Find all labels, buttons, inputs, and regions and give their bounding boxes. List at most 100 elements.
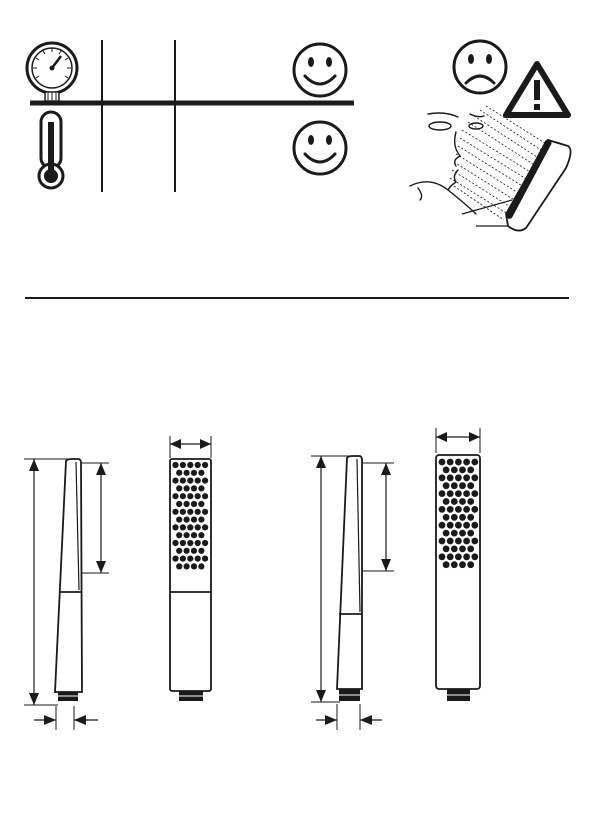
spray-nozzle (191, 532, 197, 538)
spray-nozzle (447, 522, 454, 529)
spray-nozzle (439, 522, 446, 529)
spray-face-dimension-arrow (362, 463, 394, 571)
spray-nozzle (443, 530, 450, 537)
spray-nozzle (195, 462, 201, 468)
spray-nozzle (443, 482, 450, 489)
spray-nozzle (172, 556, 178, 562)
spray-nozzle (187, 524, 193, 530)
spray-nozzle (172, 524, 178, 530)
spray-nozzle (455, 553, 462, 560)
spray-nozzle (176, 517, 182, 523)
spray-nozzle (184, 470, 190, 476)
spray-nozzle (459, 498, 466, 505)
spray-nozzle (172, 509, 178, 515)
spray-nozzle (198, 470, 204, 476)
spray-nozzle (187, 509, 193, 515)
spray-nozzle (439, 459, 446, 466)
spray-nozzle (187, 462, 193, 468)
spray-nozzle (471, 522, 478, 529)
spray-nozzle (467, 546, 474, 553)
hand-shower-narrow-side-view (55, 459, 82, 701)
spray-nozzle (191, 563, 197, 569)
spray-nozzle (467, 467, 474, 474)
spray-nozzle (467, 482, 474, 489)
spray-nozzle (202, 509, 208, 515)
spray-nozzle (463, 522, 470, 529)
spray-nozzle (202, 462, 208, 468)
spray-nozzle (451, 498, 458, 505)
spray-nozzle (455, 522, 462, 529)
spray-nozzle (451, 482, 458, 489)
spray-nozzle (176, 501, 182, 507)
spray-nozzle (447, 538, 454, 545)
spray-nozzle (447, 553, 454, 560)
spray-face-dimension-arrow (82, 463, 109, 573)
spray-nozzle (184, 501, 190, 507)
spray-nozzle (187, 478, 193, 484)
spray-nozzle (180, 540, 186, 546)
spray-nozzle (439, 553, 446, 560)
spray-nozzle (459, 561, 466, 568)
spray-nozzle (176, 470, 182, 476)
hand-shower-narrow-front-view (170, 459, 211, 701)
spray-nozzle (451, 561, 458, 568)
spray-nozzle (191, 501, 197, 507)
spray-nozzle (447, 474, 454, 481)
hand-shower-wide-front-view (436, 455, 480, 701)
spray-nozzle (180, 462, 186, 468)
spray-nozzle (471, 474, 478, 481)
width-dimension-arrow (170, 436, 211, 458)
spray-nozzle (176, 548, 182, 554)
spray-nozzle (455, 538, 462, 545)
spray-nozzle (459, 546, 466, 553)
spray-nozzle (187, 493, 193, 499)
spray-nozzle (172, 540, 178, 546)
spray-nozzle (471, 538, 478, 545)
spray-nozzle (463, 459, 470, 466)
spray-nozzle (184, 548, 190, 554)
spray-nozzle (172, 478, 178, 484)
spray-nozzle (184, 532, 190, 538)
spray-nozzle (459, 467, 466, 474)
spray-nozzle (471, 490, 478, 497)
width-dimension-arrow (436, 428, 480, 453)
spray-nozzle (455, 506, 462, 513)
spray-nozzle (191, 548, 197, 554)
spray-nozzle (471, 459, 478, 466)
spray-nozzle (180, 509, 186, 515)
spray-nozzle (202, 524, 208, 530)
spray-nozzle (195, 493, 201, 499)
spray-nozzle (467, 561, 474, 568)
hand-shower-wide-side-view (337, 456, 362, 701)
spray-nozzle (184, 517, 190, 523)
spray-nozzle (180, 556, 186, 562)
spray-nozzle (455, 490, 462, 497)
spray-nozzle (180, 478, 186, 484)
spray-nozzle (191, 517, 197, 523)
spray-nozzle (463, 474, 470, 481)
spray-nozzle (459, 482, 466, 489)
spray-nozzle (455, 474, 462, 481)
spray-nozzle (195, 478, 201, 484)
spray-nozzle (198, 517, 204, 523)
smiley-sad-icon (454, 41, 506, 93)
spray-nozzle (451, 546, 458, 553)
spray-nozzle (184, 485, 190, 491)
spray-nozzle (467, 530, 474, 537)
spray-nozzle (439, 490, 446, 497)
spray-nozzle (172, 462, 178, 468)
warning-triangle-icon (506, 64, 568, 115)
spray-nozzle (172, 493, 178, 499)
spray-nozzle (439, 474, 446, 481)
spray-nozzle (439, 506, 446, 513)
spray-nozzle (471, 553, 478, 560)
spray-nozzle (443, 561, 450, 568)
spray-nozzle (459, 530, 466, 537)
spray-nozzle (198, 485, 204, 491)
spray-nozzle (198, 548, 204, 554)
face-spray-illustration (410, 106, 571, 231)
spray-nozzle (187, 556, 193, 562)
spray-nozzle (443, 498, 450, 505)
spray-nozzle (202, 493, 208, 499)
